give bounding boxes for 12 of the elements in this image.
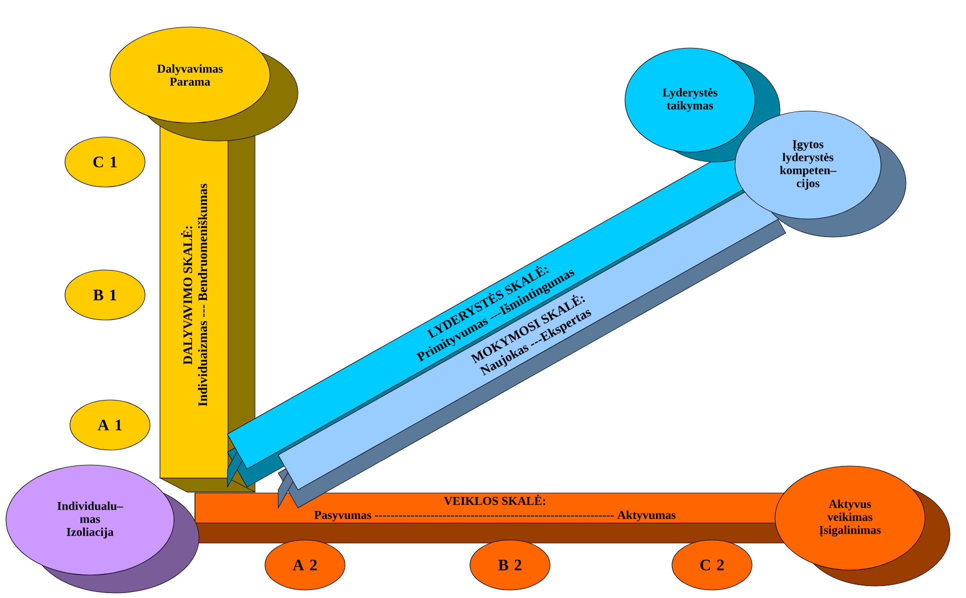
circle-label: C 2: [672, 540, 752, 590]
node-label: VEIKLOS SKALĖ:: [444, 494, 546, 506]
circle-label: B 1: [64, 270, 146, 320]
circle-label: A 2: [264, 540, 346, 590]
scale-bar: VEIKLOS SKALĖ: Pasyvumas ------------------------------------------------------------ Aktyvumas: [194, 492, 796, 544]
circle-label: A 1: [70, 400, 150, 450]
ellipse-node: Įgytos lyderystės kompeten– cijos: [734, 110, 906, 238]
ellipse-node: Aktyvus veikimas Įsigalinimas: [774, 466, 950, 586]
circle-label: B 2: [470, 540, 550, 590]
ellipse-node: Individualu– mas Izoliacija: [6, 464, 200, 594]
circle-label: C 1: [64, 136, 146, 188]
ellipse-node: Dalyvavimas Parama: [110, 26, 298, 142]
